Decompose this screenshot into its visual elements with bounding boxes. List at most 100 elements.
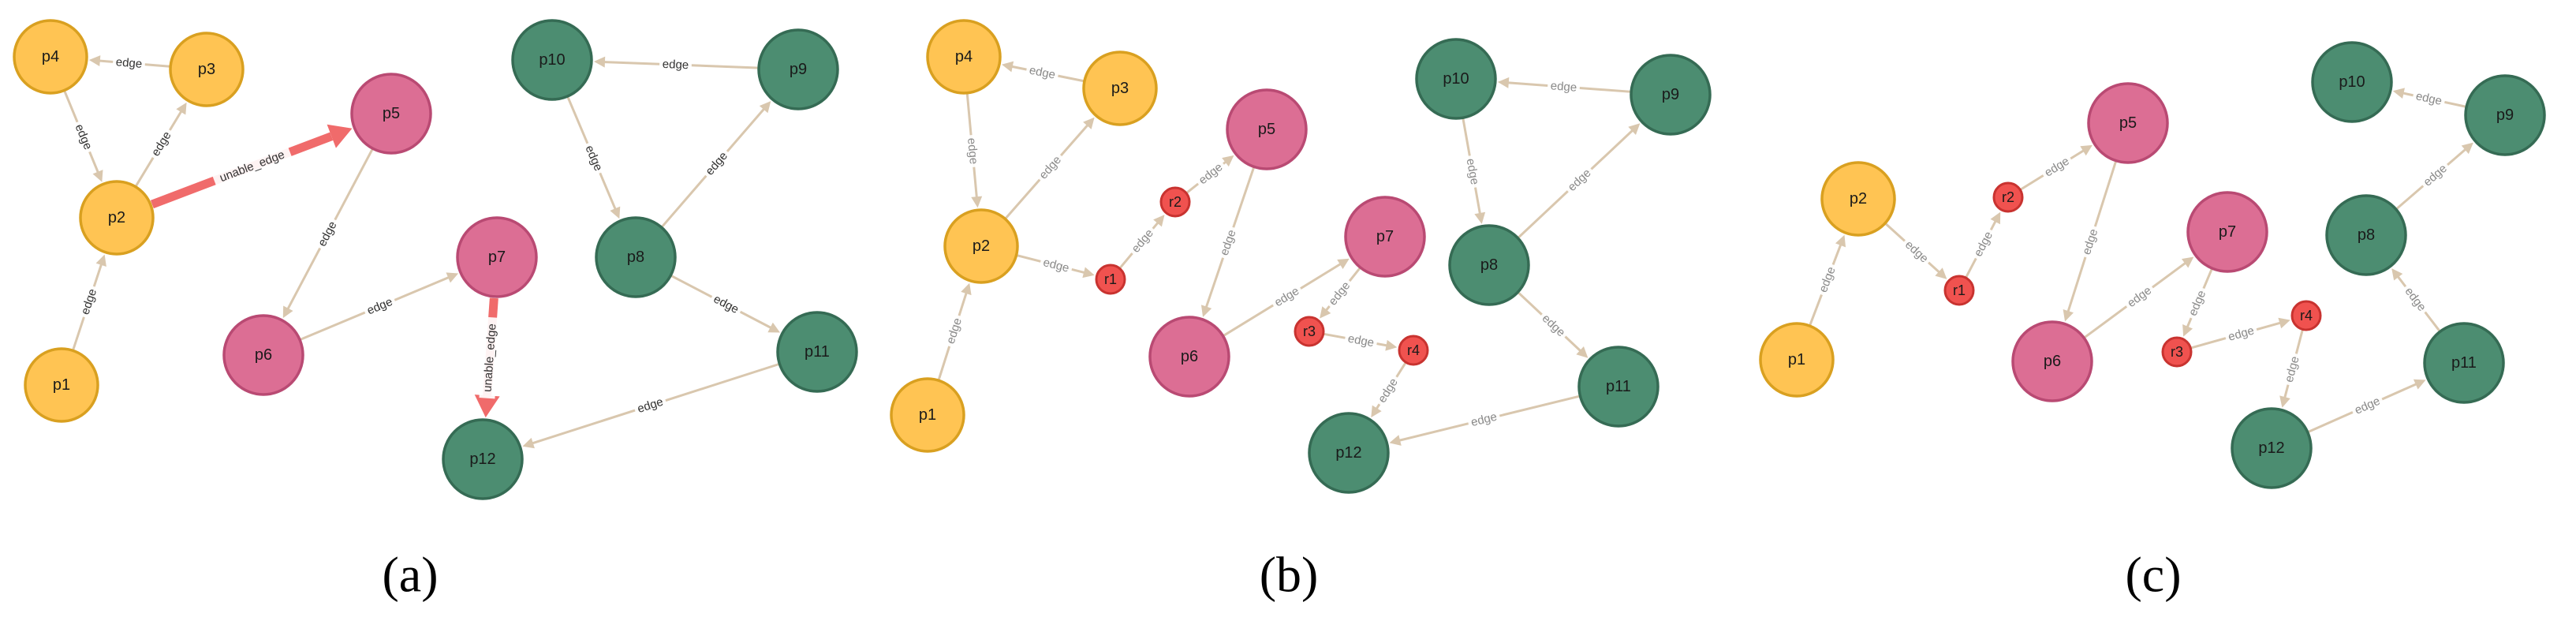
node-p5: p5 <box>1226 88 1308 170</box>
edge-p9-p10: edge <box>593 56 759 73</box>
node-p11: p11 <box>1577 346 1659 428</box>
edge-label-group: edge <box>700 146 734 181</box>
edge-p9-p10: edge <box>2392 88 2466 110</box>
node-r3: r3 <box>2161 336 2193 368</box>
node-label: r4 <box>1407 342 1420 358</box>
node-circle <box>776 311 858 393</box>
node-p11: p11 <box>776 311 858 393</box>
node-circle <box>169 32 245 107</box>
arrowhead <box>2278 317 2290 329</box>
node-circle <box>757 28 839 110</box>
arrowhead <box>1200 305 1212 317</box>
edge-label-group: edge <box>963 134 982 168</box>
edge-label: edge <box>662 58 689 72</box>
edge-label-bg <box>942 313 967 349</box>
arrowhead <box>961 282 972 296</box>
node-label: p1 <box>1788 351 1805 368</box>
node-circle <box>890 377 965 453</box>
edge-label-group: edge <box>1025 62 1060 84</box>
arrowhead <box>2063 309 2074 322</box>
edge-label-group: edge <box>312 215 342 252</box>
node-circle <box>2423 322 2505 404</box>
edge-label-bg <box>2411 88 2447 110</box>
node-label: p7 <box>488 249 506 266</box>
node-label: p12 <box>1335 444 1361 462</box>
edge-label-bg <box>659 56 693 73</box>
node-circle <box>511 19 593 101</box>
node-label: p3 <box>198 61 215 78</box>
node-circle <box>1095 264 1126 295</box>
edge-p3-p4: edge <box>1002 61 1085 84</box>
edge-label-bg <box>1343 330 1379 352</box>
node-circle <box>2290 300 2322 331</box>
arrowhead <box>971 196 983 208</box>
arrowhead <box>1082 267 1095 279</box>
edge-label-bg <box>2183 285 2212 321</box>
node-p12: p12 <box>442 418 524 500</box>
node-circle <box>1415 38 1497 120</box>
node-p1: p1 <box>24 347 99 423</box>
node-label: p6 <box>2044 353 2061 370</box>
edge-p8-p11: edge <box>1518 292 1589 358</box>
node-circle <box>222 314 304 396</box>
edge-p10-p8: edge <box>566 96 621 219</box>
node-label: p8 <box>1480 256 1498 274</box>
edge-label: edge <box>115 55 143 71</box>
arrowhead <box>522 437 535 449</box>
edge-p9-p10: edge <box>1497 77 1631 96</box>
node-label: p4 <box>955 48 973 65</box>
node-p8: p8 <box>1448 224 1530 306</box>
node-label: p11 <box>2451 354 2477 372</box>
arrowhead <box>2391 268 2403 281</box>
edge-label-bg <box>1814 261 1841 298</box>
edge-label-group: edge <box>1547 77 1581 96</box>
node-circle <box>2325 194 2407 276</box>
panel-caption-a: (a) <box>382 547 438 603</box>
node-label: p1 <box>53 376 70 394</box>
arrowhead <box>1935 267 1947 279</box>
node-label: p4 <box>42 48 59 65</box>
node-p7: p7 <box>2186 191 2268 273</box>
node-circle <box>1226 88 1308 170</box>
node-circle <box>1294 316 1325 347</box>
node-label: p9 <box>1662 86 1679 103</box>
arrowhead <box>1153 215 1165 227</box>
arrowhead <box>1990 211 2001 225</box>
node-r2: r2 <box>1159 186 1191 218</box>
arrowhead <box>176 102 187 115</box>
edge-label-bg <box>1033 150 1067 185</box>
arrowhead <box>1337 258 1350 269</box>
arrowhead <box>2392 88 2405 99</box>
node-p6: p6 <box>2011 320 2093 402</box>
edge-label-bg <box>1193 157 1229 190</box>
node-p12: p12 <box>2231 407 2313 489</box>
node-label: r2 <box>2002 189 2014 205</box>
node-circle <box>442 418 524 500</box>
edge-label-bg <box>211 144 293 189</box>
node-circle <box>1630 54 1712 136</box>
node-p7: p7 <box>1344 196 1426 278</box>
panel-caption-c: (c) <box>2125 547 2181 603</box>
arrowhead <box>2181 256 2194 268</box>
arrowhead <box>1497 77 1510 88</box>
node-p9: p9 <box>2464 74 2546 156</box>
edge-label: edge <box>1347 332 1376 350</box>
edge-label-bg <box>2417 159 2453 193</box>
node-circle <box>1943 275 1975 306</box>
node-label: r2 <box>1169 194 1182 210</box>
node-label: p6 <box>1181 348 1198 365</box>
edge-label-group: edge <box>1462 154 1484 189</box>
node-r3: r3 <box>1294 316 1325 347</box>
node-p10: p10 <box>2311 41 2393 123</box>
node-p2: p2 <box>1820 161 1896 237</box>
node-circle <box>2161 336 2193 368</box>
edge-label-bg <box>1547 77 1581 96</box>
node-label: p12 <box>469 451 495 468</box>
edge-label: edge <box>2414 89 2443 108</box>
edge-label-bg <box>479 316 501 399</box>
node-label: p10 <box>539 51 565 69</box>
edge-label-group: edge <box>659 56 693 73</box>
edge-label-bg <box>700 146 734 181</box>
